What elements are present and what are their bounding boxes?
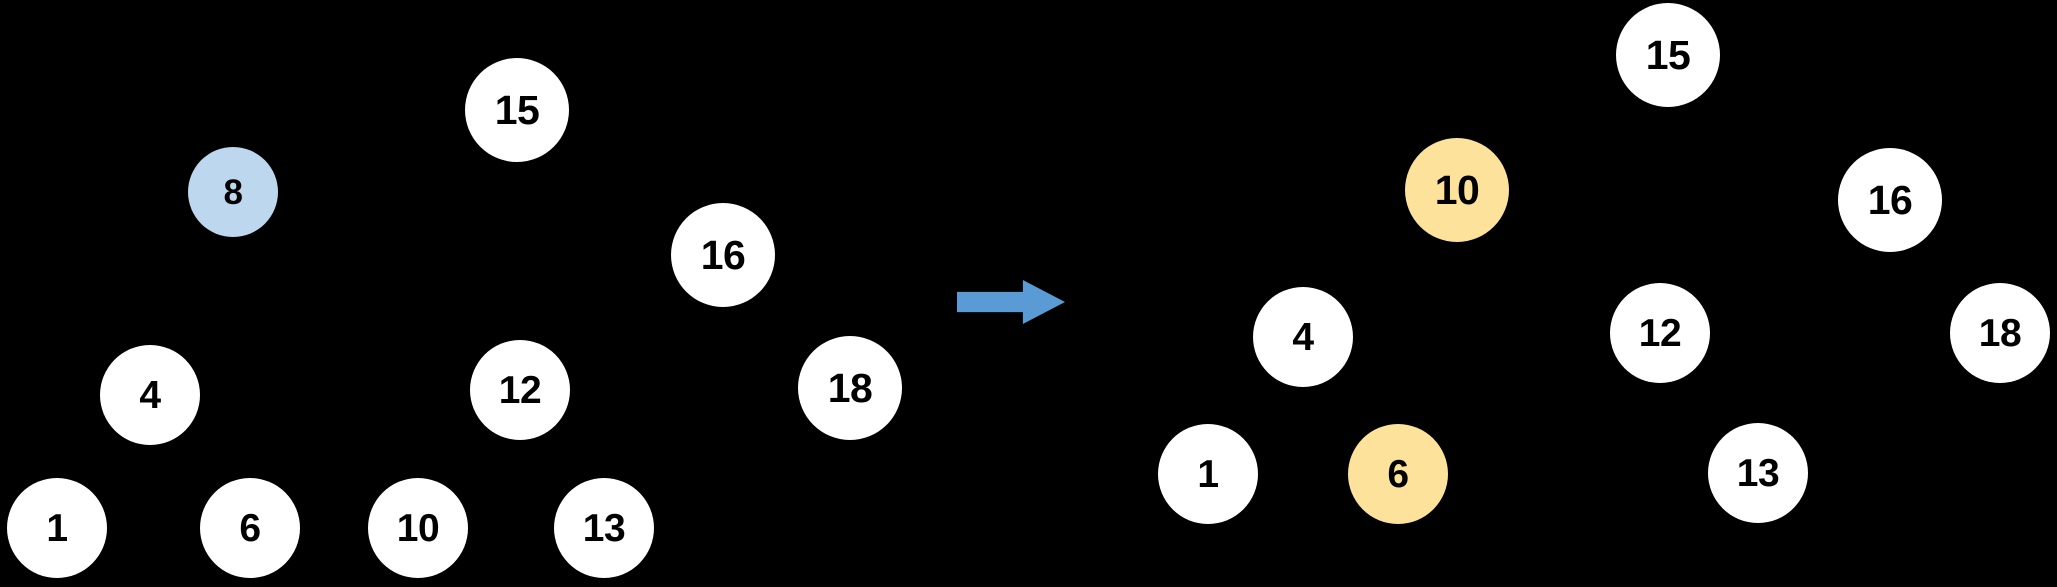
node-label: 15 <box>494 86 540 133</box>
node-before-10[interactable]: 10 <box>368 478 468 578</box>
node-after-13[interactable]: 13 <box>1708 423 1808 523</box>
node-after-18[interactable]: 18 <box>1950 283 2050 383</box>
node-after-15[interactable]: 15 <box>1616 3 1720 107</box>
node-label: 10 <box>396 506 440 550</box>
node-label: 4 <box>1292 315 1314 359</box>
node-label: 6 <box>1387 452 1409 496</box>
node-before-16[interactable]: 16 <box>671 203 775 307</box>
node-before-18[interactable]: 18 <box>798 336 902 440</box>
node-label: 13 <box>582 506 626 550</box>
node-after-4[interactable]: 4 <box>1253 287 1353 387</box>
node-label: 1 <box>1197 452 1219 496</box>
node-after-10[interactable]: 10 <box>1405 138 1509 242</box>
node-label: 18 <box>827 364 873 411</box>
node-before-4[interactable]: 4 <box>100 345 200 445</box>
node-after-6[interactable]: 6 <box>1348 424 1448 524</box>
node-label: 12 <box>498 368 542 412</box>
node-after-1[interactable]: 1 <box>1158 424 1258 524</box>
node-label: 4 <box>139 373 161 417</box>
node-after-12[interactable]: 12 <box>1610 283 1710 383</box>
node-label: 12 <box>1638 311 1682 355</box>
node-before-12[interactable]: 12 <box>470 340 570 440</box>
node-label: 16 <box>1867 176 1913 223</box>
node-label: 6 <box>239 506 261 550</box>
node-label: 18 <box>1978 311 2022 355</box>
transition-arrow <box>957 280 1065 324</box>
node-label: 15 <box>1645 31 1691 78</box>
node-label: 16 <box>700 231 746 278</box>
node-label: 10 <box>1434 166 1480 213</box>
node-before-13[interactable]: 13 <box>554 478 654 578</box>
node-after-16[interactable]: 16 <box>1838 148 1942 252</box>
node-before-15[interactable]: 15 <box>465 58 569 162</box>
node-before-1[interactable]: 1 <box>7 478 107 578</box>
node-before-6[interactable]: 6 <box>200 478 300 578</box>
node-label: 8 <box>223 172 243 212</box>
node-label: 13 <box>1736 451 1780 495</box>
node-label: 1 <box>46 506 68 550</box>
node-before-8[interactable]: 8 <box>188 147 278 237</box>
